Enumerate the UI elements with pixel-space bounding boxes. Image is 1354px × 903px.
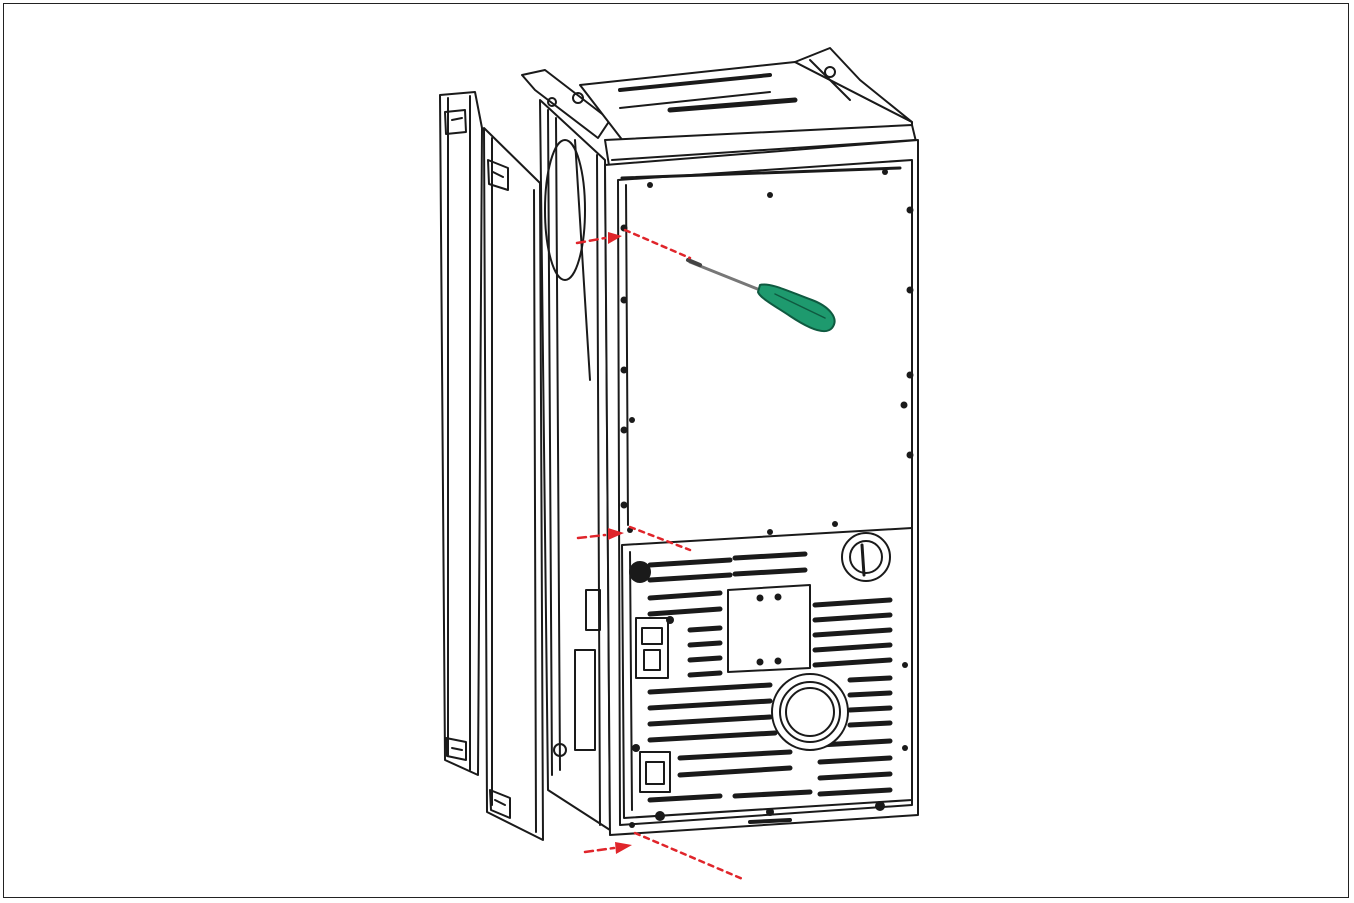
control-plate: [621, 521, 913, 828]
screwdriver-icon: [686, 258, 836, 333]
side-panel-inner: [483, 127, 544, 841]
dashed-arrow-icon: [575, 228, 747, 882]
side-panel-outer: [439, 91, 483, 776]
stove-side-frame: [539, 99, 611, 831]
vent-slots: [647, 551, 893, 803]
plate-screws: [627, 521, 908, 828]
